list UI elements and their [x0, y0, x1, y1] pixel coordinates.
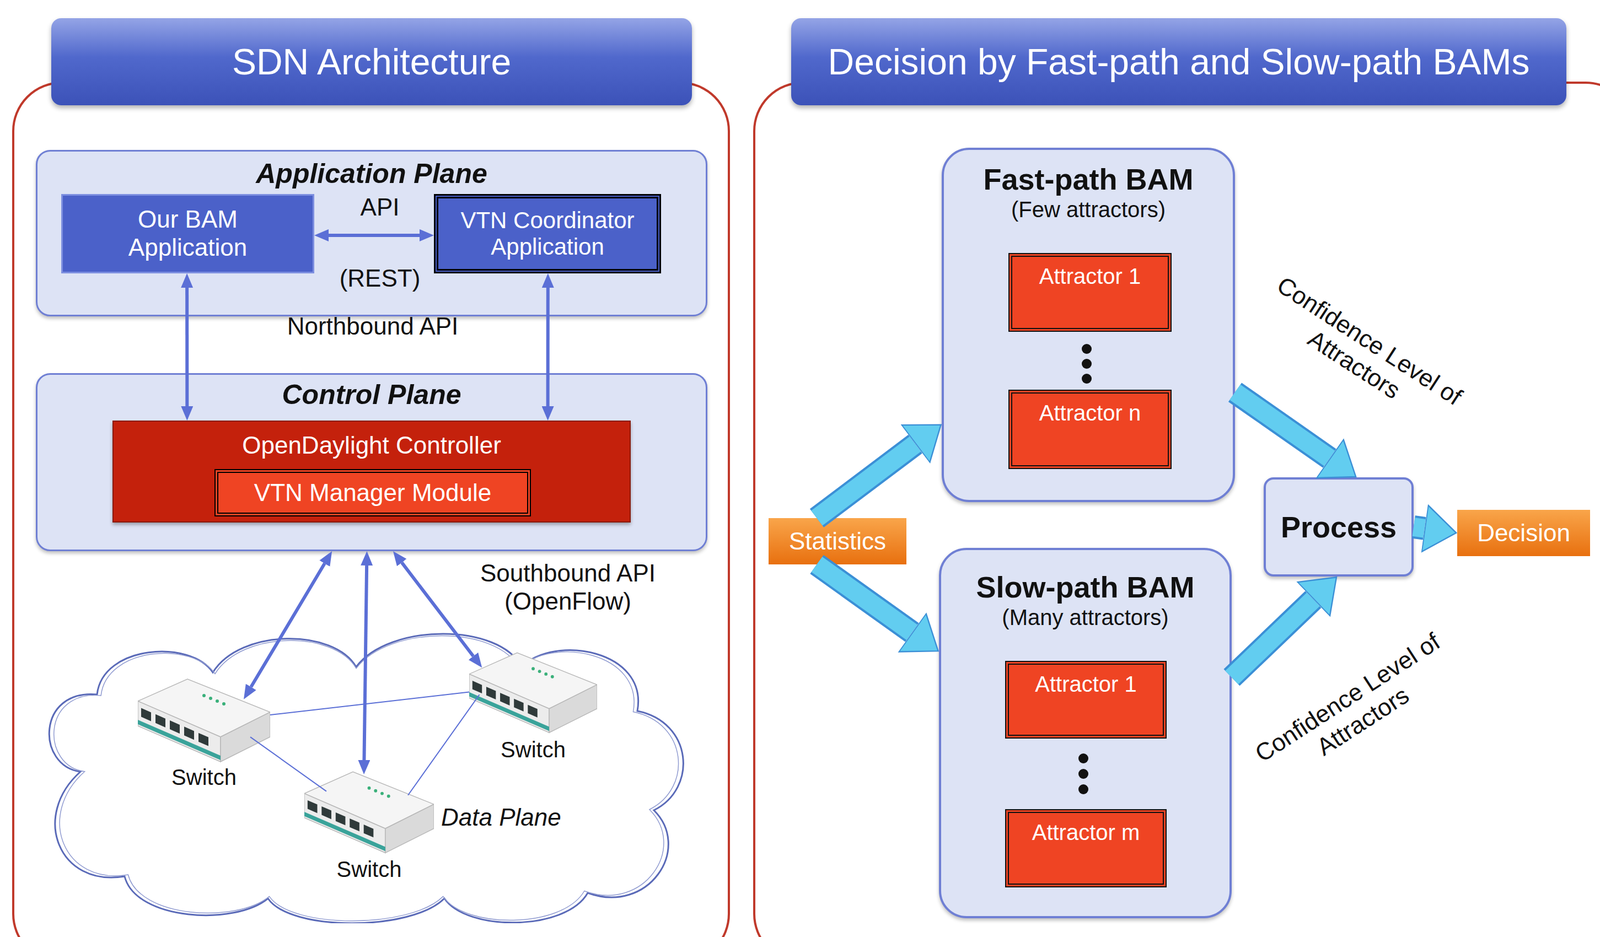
block-arrow: [1231, 599, 1314, 679]
switch-icon: [469, 640, 598, 738]
connector-group: [407, 694, 480, 796]
switch-node: Switch: [304, 760, 434, 891]
input-box: Statistics: [768, 518, 907, 565]
node-title: Decision by Fast-path and Slow-path BAMs: [791, 18, 1567, 106]
connector-group: [250, 563, 325, 687]
edge-label: Confidence Level of Attractors: [1231, 615, 1479, 804]
switch-icon: [137, 668, 271, 766]
block-arrow: [817, 444, 916, 519]
connector-group: [817, 564, 913, 633]
connector-group: [1235, 392, 1330, 459]
ellipsis-dots: [1078, 753, 1089, 795]
node-title: Switch: [469, 737, 598, 763]
interface-label: (REST): [339, 264, 421, 293]
node-title: VTN Coordinator Application: [442, 207, 653, 261]
connector-group: [547, 287, 549, 407]
arrow-outline: [817, 444, 916, 519]
data-plane-cloud: Data PlaneSwitchSwitchSwitch: [25, 606, 695, 924]
node-title: SDN Architecture: [51, 18, 692, 106]
arrow-outline: [1235, 392, 1330, 459]
node-title: Decision: [1477, 519, 1571, 548]
connector-group: [1413, 527, 1425, 529]
connector-group: [328, 234, 420, 236]
api-arrow: [328, 233, 420, 238]
node-title: Attractor n: [1039, 400, 1142, 426]
node-title: Switch: [304, 857, 434, 883]
edge-label: API: [360, 193, 400, 222]
switch-node: Switch: [469, 640, 598, 770]
arrow-outline: [817, 564, 913, 633]
node-title: Switch: [137, 765, 271, 791]
interface-label: Northbound API: [287, 312, 459, 341]
block-arrow: [1413, 527, 1425, 529]
application-box: VTN Coordinator Application: [433, 194, 662, 274]
edge-label: Confidence Level of Attractors: [1237, 259, 1486, 448]
node-title: Slow-path BAM: [941, 550, 1230, 605]
api-arrow: [250, 563, 325, 687]
node-title: Attractor 1: [1034, 671, 1137, 697]
api-arrow: [546, 287, 550, 407]
output-box: Decision: [1457, 509, 1591, 557]
node-title: Application Plane: [37, 151, 706, 191]
controller-box: OpenDaylight ControllerVTN Manager Modul…: [112, 420, 631, 523]
node-title: Attractor m: [1032, 819, 1141, 846]
node-subtitle: (Many attractors): [941, 604, 1230, 631]
process-box: Process: [1263, 477, 1414, 577]
connector-group: [1231, 599, 1314, 679]
arrow-outline: [1231, 599, 1314, 679]
interface-label: Southbound API (OpenFlow): [460, 559, 676, 616]
attractor-box: Attractor n: [1008, 389, 1172, 470]
arrow-outline: [1413, 527, 1425, 529]
connector-group: [270, 692, 470, 716]
link-line: [250, 737, 327, 792]
switch-node: Switch: [137, 668, 271, 799]
connector-group: [186, 287, 188, 407]
attractor-box: Attractor 1: [1008, 253, 1172, 332]
section-panel: Decision by Fast-path and Slow-path BAMs…: [753, 81, 1600, 937]
bam-box: Slow-path BAM(Many attractors) Attractor …: [938, 548, 1232, 919]
node-title: Process: [1280, 509, 1397, 545]
api-arrow: [363, 565, 367, 761]
node-title: Attractor 1: [1039, 263, 1142, 289]
link-line: [270, 692, 470, 716]
connector-group: [401, 562, 474, 657]
ellipsis-dots: [1081, 344, 1092, 384]
link-line: [407, 694, 480, 796]
plane-box: Control PlaneOpenDaylight ControllerVTN …: [35, 373, 708, 552]
node-title: Fast-path BAM: [943, 149, 1233, 197]
attractor-box: Attractor m: [1005, 809, 1167, 888]
block-arrow: [1235, 392, 1330, 459]
node-title: Data Plane: [441, 803, 562, 832]
attractor-box: Attractor 1: [1005, 661, 1167, 739]
connector-group: [817, 444, 916, 519]
node-subtitle: (Few attractors): [943, 196, 1233, 223]
connector-group: [363, 565, 367, 761]
node-title: Statistics: [788, 527, 887, 556]
node-title: Control Plane: [37, 374, 706, 412]
bam-box: Fast-path BAM(Few attractors) Attractor 1…: [941, 147, 1236, 503]
block-arrow: [817, 564, 913, 633]
application-box: Our BAM Application: [61, 194, 315, 274]
api-arrow: [185, 287, 189, 407]
connector-group: [250, 737, 327, 792]
node-title: OpenDaylight Controller: [242, 431, 502, 460]
switch-icon: [304, 760, 434, 858]
node-title: Our BAM Application: [99, 205, 277, 262]
node-title: VTN Manager Module: [254, 479, 492, 508]
module-box: VTN Manager Module: [214, 469, 531, 517]
api-arrow: [401, 562, 474, 657]
